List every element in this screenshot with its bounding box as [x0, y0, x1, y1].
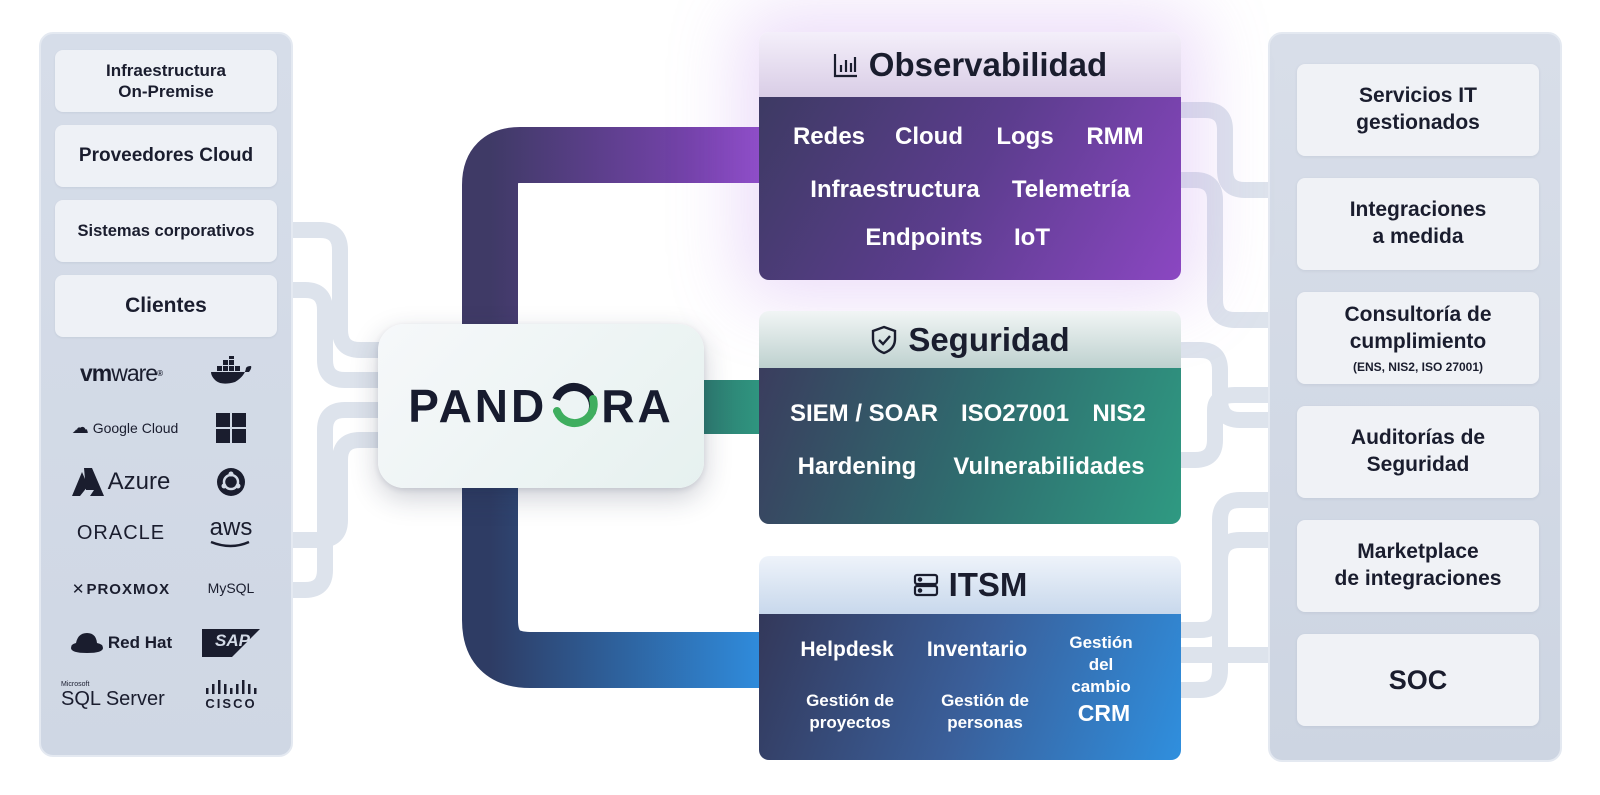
google-cloud-logo: ☁Google Cloud [71, 418, 179, 437]
service-title: Marketplace de integraciones [1334, 540, 1502, 590]
logo-small-label: Microsoft [61, 680, 90, 688]
module-observabilidad: Observabilidad Redes Cloud Logs RMM Infr… [759, 32, 1181, 280]
service-box: Integraciones a medida [1297, 178, 1539, 270]
module-item: ISO27001 [960, 400, 1070, 427]
module-items: Helpdesk Inventario Gestión del cambio G… [759, 614, 1181, 760]
module-item: NIS2 [1092, 400, 1146, 427]
logo-label: Google Cloud [92, 420, 179, 436]
logo-label: PROXMOX [86, 580, 171, 598]
module-item: CRM [1077, 700, 1131, 726]
left-connectors [285, 222, 393, 598]
service-title: Consultoría de cumplimiento [1344, 303, 1492, 353]
cisco-logo: CISCO [201, 674, 261, 716]
source-box-corporativos: Sistemas corporativos [55, 200, 277, 262]
logo-label: Red Hat [107, 633, 173, 652]
itsm-connector [462, 470, 770, 688]
proxmox-x-icon: ✕ [71, 581, 86, 598]
service-box: Auditorías de Seguridad [1297, 406, 1539, 498]
module-item: Gestión de proyectos [806, 691, 894, 733]
service-box: Servicios IT gestionados [1297, 64, 1539, 156]
observabilidad-connector [462, 127, 770, 330]
module-item: Endpoints [865, 224, 983, 251]
proxmox-logo: ✕PROXMOX [59, 574, 183, 604]
source-box-clientes: Clientes [55, 275, 277, 337]
module-item: Cloud [895, 123, 963, 150]
module-items: SIEM / SOAR ISO27001 NIS2 Hardening Vuln… [759, 368, 1181, 524]
service-title: Servicios IT gestionados [1356, 84, 1480, 134]
module-itsm: ITSM Helpdesk Inventario Gestión del cam… [759, 556, 1181, 760]
module-item: Infraestructura [810, 176, 980, 203]
pandora-logo: PAND RA [408, 379, 673, 433]
pandora-logo-card: PAND RA [378, 324, 704, 488]
service-title: SOC [1388, 664, 1448, 695]
redhat-logo: Red Hat [61, 626, 181, 660]
logo-label: ORACLE [76, 521, 166, 544]
logo-label: aws [209, 514, 253, 541]
mysql-logo: MySQL [201, 570, 261, 606]
bar-chart-icon [833, 53, 857, 77]
source-box-on-premise: Infraestructura On-Premise [55, 50, 277, 112]
azure-logo: Azure [61, 464, 181, 500]
logo-label: Azure [107, 468, 171, 495]
docker-icon [201, 354, 261, 390]
server-icon [913, 573, 938, 597]
logo-label: CISCO [205, 695, 257, 711]
shield-check-icon [872, 325, 897, 354]
source-box-label: Sistemas corporativos [77, 221, 255, 240]
logo-label: SAP [215, 631, 250, 650]
module-item: SIEM / SOAR [789, 400, 939, 427]
module-title: ITSM [948, 566, 1028, 603]
sources-panel: Infraestructura On-Premise Proveedores C… [39, 32, 293, 757]
source-box-label: Clientes [125, 293, 207, 317]
service-box: SOC [1297, 634, 1539, 726]
module-item: Inventario [926, 638, 1028, 661]
module-title: Seguridad [908, 320, 1070, 358]
seguridad-connector [700, 380, 770, 434]
module-header: Observabilidad [759, 32, 1181, 97]
module-item: RMM [1086, 123, 1144, 150]
aws-logo: aws [201, 512, 261, 552]
service-title: Integraciones a medida [1349, 198, 1487, 248]
source-box-label: Infraestructura On-Premise [106, 60, 226, 101]
module-item: Telemetría [1011, 176, 1131, 203]
oracle-logo: ORACLE [61, 518, 181, 548]
logo-label: SQL Server [61, 687, 165, 710]
module-item: IoT [1014, 224, 1050, 251]
module-item: Redes [792, 123, 866, 150]
module-item: Gestión del cambio [1069, 633, 1133, 697]
brand-right: RA [601, 380, 674, 432]
ubuntu-icon [201, 464, 261, 500]
module-item: Hardening [797, 453, 917, 480]
module-item: Logs [996, 123, 1054, 150]
right-connectors [1172, 102, 1278, 698]
services-panel: Servicios IT gestionados Integraciones a… [1268, 32, 1562, 762]
module-header: Seguridad [759, 311, 1181, 368]
module-header: ITSM [759, 556, 1181, 614]
service-box: Marketplace de integraciones [1297, 520, 1539, 612]
module-title: Observabilidad [868, 45, 1108, 83]
sap-logo: SAP [201, 626, 261, 660]
service-subtitle: (ENS, NIS2, ISO 27001) [1352, 359, 1484, 374]
service-title: Auditorías de Seguridad [1350, 426, 1486, 476]
module-items: Redes Cloud Logs RMM Infraestructura Tel… [759, 97, 1181, 280]
source-box-cloud: Proveedores Cloud [55, 125, 277, 187]
pandora-o-icon [551, 383, 598, 429]
service-box: Consultoría de cumplimiento (ENS, NIS2, … [1297, 292, 1539, 384]
logo-label: MySQL [207, 580, 255, 596]
module-item: Vulnerabilidades [953, 453, 1145, 480]
module-item: Helpdesk [800, 638, 894, 661]
source-box-label: Proveedores Cloud [78, 145, 254, 167]
sql-server-logo: Microsoft SQL Server [61, 674, 181, 716]
windows-icon [201, 410, 261, 446]
module-seguridad: Seguridad SIEM / SOAR ISO27001 NIS2 Hard… [759, 311, 1181, 524]
brand-left: PAND [408, 380, 548, 432]
module-item: Gestión de personas [941, 691, 1029, 733]
